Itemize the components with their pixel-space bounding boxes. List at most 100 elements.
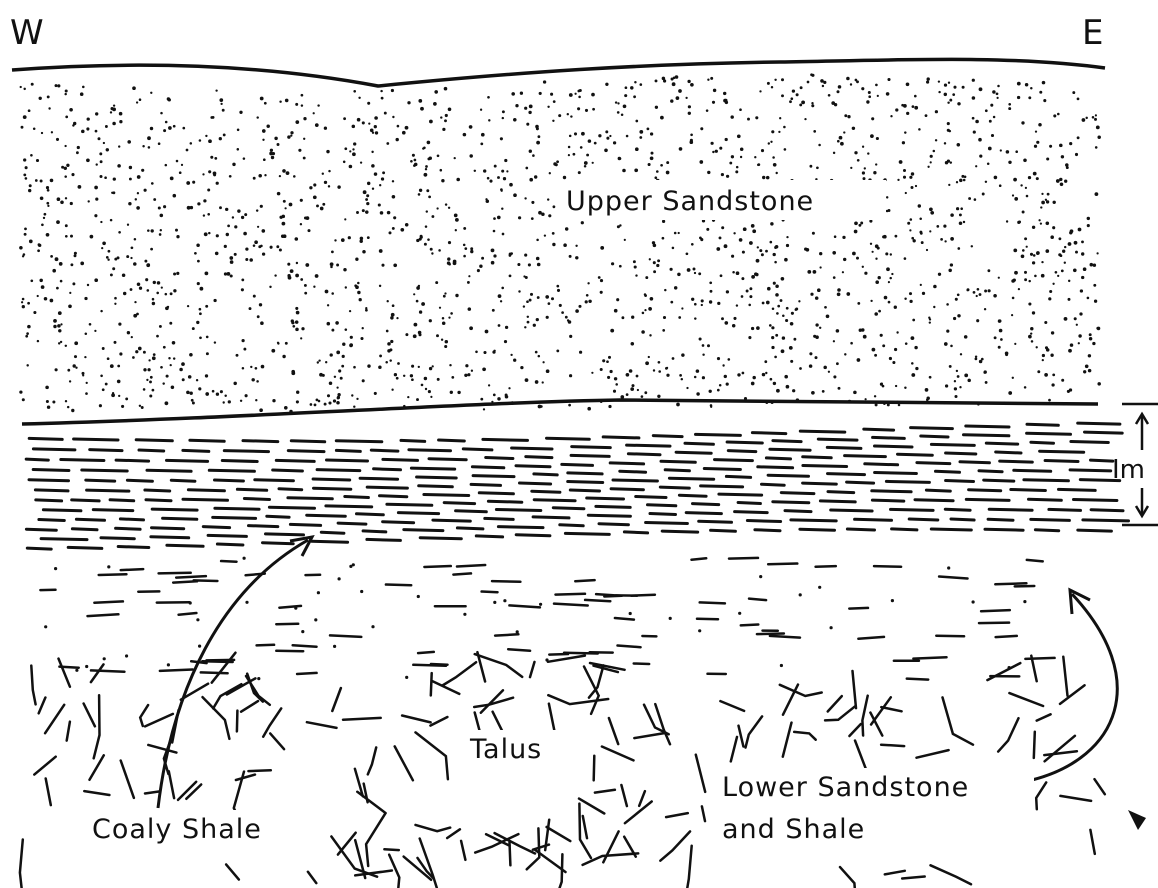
stipple-dot [824, 306, 827, 309]
stipple-dot [352, 148, 354, 150]
stipple-dot [869, 220, 872, 223]
stipple-dot [287, 274, 290, 277]
shale-lamina [472, 467, 503, 468]
shale-lamina [76, 519, 104, 520]
stipple-dot [1085, 117, 1087, 119]
stipple-dot [397, 362, 400, 365]
stipple-dot [455, 229, 457, 231]
sand-grain [503, 599, 506, 602]
stipple-dot [138, 347, 142, 351]
stipple-dot [504, 159, 507, 162]
stipple-dot [648, 163, 651, 166]
stipple-dot [505, 326, 508, 329]
stipple-dot [381, 97, 384, 100]
stipple-dot [434, 90, 438, 94]
shale-fragment [575, 580, 594, 581]
stipple-dot [1047, 193, 1050, 196]
stipple-dot [770, 378, 773, 381]
stipple-dot [575, 309, 579, 313]
shale-lamina [845, 456, 886, 457]
stipple-dot [874, 395, 876, 397]
stipple-dot [987, 269, 990, 272]
stipple-dot [1072, 91, 1075, 94]
stipple-dot [956, 370, 958, 372]
stipple-dot [132, 356, 135, 359]
shale-lamina [762, 484, 785, 485]
stipple-dot [578, 171, 581, 174]
stipple-dot [427, 238, 430, 241]
shale-lamina [74, 439, 118, 440]
shale-lamina [326, 506, 372, 507]
stipple-dot [999, 184, 1002, 187]
stipple-dot [862, 171, 865, 174]
shale-lamina [456, 511, 487, 512]
stipple-dot [112, 191, 115, 194]
stipple-dot [127, 224, 129, 226]
stipple-dot [773, 163, 777, 167]
shale-lamina [371, 450, 398, 451]
stipple-dot [342, 343, 345, 346]
stipple-dot [635, 120, 638, 123]
stipple-dot [444, 87, 448, 91]
stipple-dot [569, 255, 572, 258]
stipple-dot [751, 275, 755, 279]
stipple-dot [152, 356, 156, 360]
stipple-dot [425, 165, 428, 168]
stipple-dot [363, 190, 367, 194]
stipple-dot [757, 163, 760, 166]
stipple-dot [588, 300, 591, 303]
stipple-dot [102, 241, 106, 245]
stipple-dot [586, 294, 589, 297]
stipple-dot [25, 335, 28, 338]
stipple-dot [715, 150, 718, 153]
stipple-dot [202, 173, 204, 175]
stipple-dot [285, 99, 289, 103]
stipple-dot [943, 225, 946, 228]
stipple-dot [690, 139, 693, 142]
stipple-dot [1088, 369, 1092, 373]
stipple-dot [412, 154, 415, 157]
shale-lamina [875, 473, 917, 474]
stipple-dot [774, 246, 777, 249]
stipple-dot [191, 399, 194, 402]
stipple-dot [724, 321, 728, 325]
stipple-dot [65, 89, 68, 92]
stipple-dot [491, 249, 495, 253]
shale-lamina [1078, 423, 1120, 424]
stipple-dot [170, 292, 173, 295]
shale-lamina [911, 428, 953, 429]
stipple-dot [173, 357, 175, 359]
sand-grain [167, 663, 170, 666]
shale-lamina [969, 490, 1001, 491]
stipple-dot [421, 384, 424, 387]
stipple-dot [953, 86, 956, 89]
stipple-dot [776, 312, 779, 315]
stipple-dot [387, 300, 389, 302]
shale-lamina [931, 529, 971, 530]
shale-lamina [827, 447, 861, 448]
stipple-dot [613, 141, 616, 144]
stipple-dot [552, 243, 555, 246]
stipple-dot [771, 336, 774, 339]
shale-lamina [267, 516, 289, 517]
stipple-dot [345, 328, 348, 331]
sand-grain [539, 603, 542, 606]
stipple-dot [497, 176, 500, 179]
stipple-dot [367, 364, 370, 367]
stipple-dot [635, 147, 639, 151]
stipple-dot [613, 390, 616, 393]
stipple-dot [915, 367, 918, 370]
stipple-dot [578, 96, 581, 99]
stipple-dot [614, 377, 617, 380]
stipple-dot [316, 399, 319, 402]
stipple-dot [574, 132, 577, 135]
shale-lamina [865, 464, 898, 465]
sand-grain [103, 657, 106, 660]
stipple-dot [776, 172, 778, 174]
stipple-dot [367, 236, 370, 239]
stipple-dot [733, 317, 736, 320]
stipple-dot [1074, 241, 1078, 245]
stipple-dot [56, 220, 60, 224]
stipple-dot [844, 114, 847, 117]
shale-lamina [116, 528, 141, 529]
